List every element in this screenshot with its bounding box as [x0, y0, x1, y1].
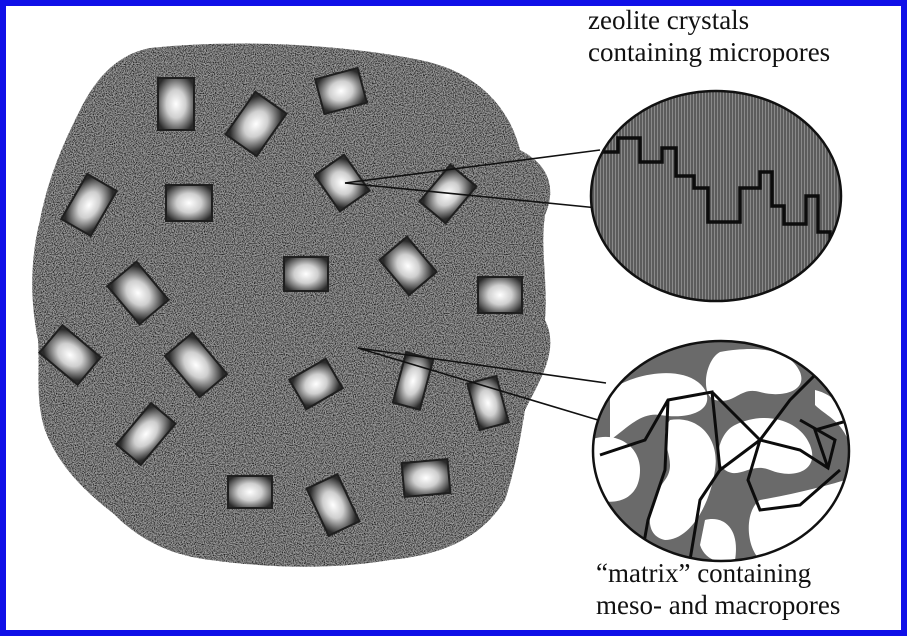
- zeolite-crystal: [165, 184, 213, 222]
- zeolite-crystal: [378, 235, 438, 297]
- zeolite-crystal: [418, 163, 478, 225]
- zoom-micropores: [589, 89, 843, 303]
- zeolite-crystal: [287, 357, 345, 411]
- zeolite-crystal: [400, 457, 452, 499]
- zeolite-crystals-label: zeolite crystals containing micropores: [588, 4, 830, 68]
- zeolite-crystal: [114, 401, 178, 467]
- pointer-line-top-upper: [344, 149, 601, 184]
- pointer-line-top-lower: [344, 182, 599, 209]
- zeolite-crystal: [477, 276, 523, 314]
- matrix-label-line-1: “matrix” containing: [596, 558, 812, 588]
- zeolite-crystal: [37, 323, 103, 387]
- matrix-label: “matrix” containing meso- and macropores: [596, 557, 840, 621]
- catalyst-particle: [32, 43, 551, 567]
- zeolite-crystal: [105, 260, 171, 326]
- zeolite-crystal: [283, 256, 329, 292]
- zeolite-label-line-2: containing micropores: [588, 37, 831, 67]
- zeolite-crystal: [163, 331, 229, 399]
- micropore-channel: [596, 136, 841, 246]
- pointer-line-bottom-lower: [357, 347, 599, 421]
- zoom-matrix: [591, 339, 851, 563]
- zeolite-crystal: [59, 172, 119, 238]
- zeolite-crystal: [313, 66, 369, 116]
- zeolite-crystal: [305, 472, 361, 538]
- pointer-line-bottom-upper: [357, 347, 607, 384]
- pointer-lines: [344, 149, 607, 421]
- zeolite-crystal: [313, 153, 371, 213]
- zeolite-crystals: [37, 66, 523, 538]
- zeolite-crystal: [224, 90, 288, 158]
- zeolite-crystal: [391, 351, 435, 411]
- matrix-label-line-2: meso- and macropores: [596, 590, 841, 620]
- zeolite-crystal: [227, 475, 273, 509]
- zeolite-crystal: [157, 77, 195, 131]
- zeolite-label-line-1: zeolite crystals: [588, 5, 750, 35]
